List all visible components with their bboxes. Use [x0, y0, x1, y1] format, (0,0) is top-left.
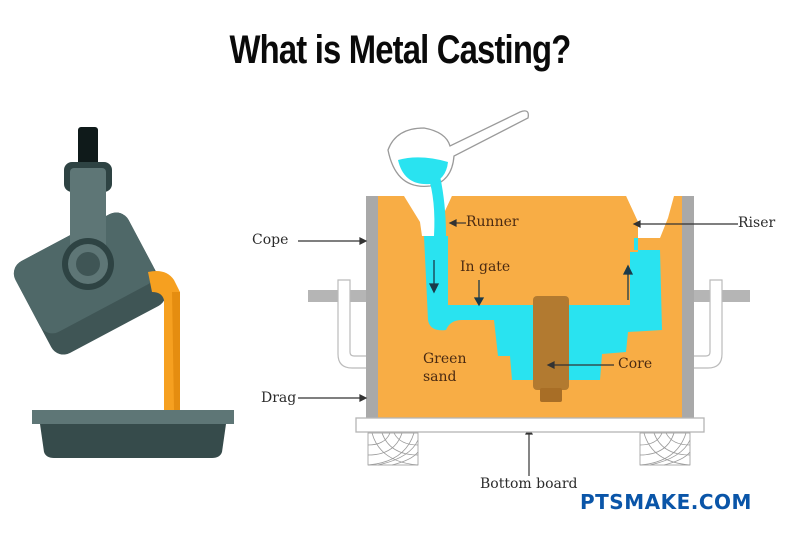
brand-watermark: PTSMAKE.COM [580, 490, 752, 514]
label-green-sand-1: Green [423, 351, 467, 367]
bottom-board [355, 417, 705, 433]
flask-right-wall [682, 196, 694, 418]
wood-block-right [639, 432, 691, 466]
label-runner: Runner [466, 214, 519, 230]
wood-block-left [367, 432, 419, 466]
label-riser: Riser [738, 215, 776, 231]
label-cope: Cope [252, 232, 289, 248]
page-title: What is Metal Casting? [229, 28, 572, 72]
label-green-sand-2: sand [423, 369, 457, 385]
label-drag: Drag [261, 390, 297, 406]
core [533, 296, 569, 390]
label-bottom-board: Bottom board [480, 476, 578, 492]
label-in-gate: In gate [460, 259, 511, 275]
flask-left-wall [366, 196, 378, 418]
label-core: Core [618, 356, 653, 372]
crucible-pouring-icon [13, 127, 234, 458]
ladle-icon [387, 110, 529, 236]
